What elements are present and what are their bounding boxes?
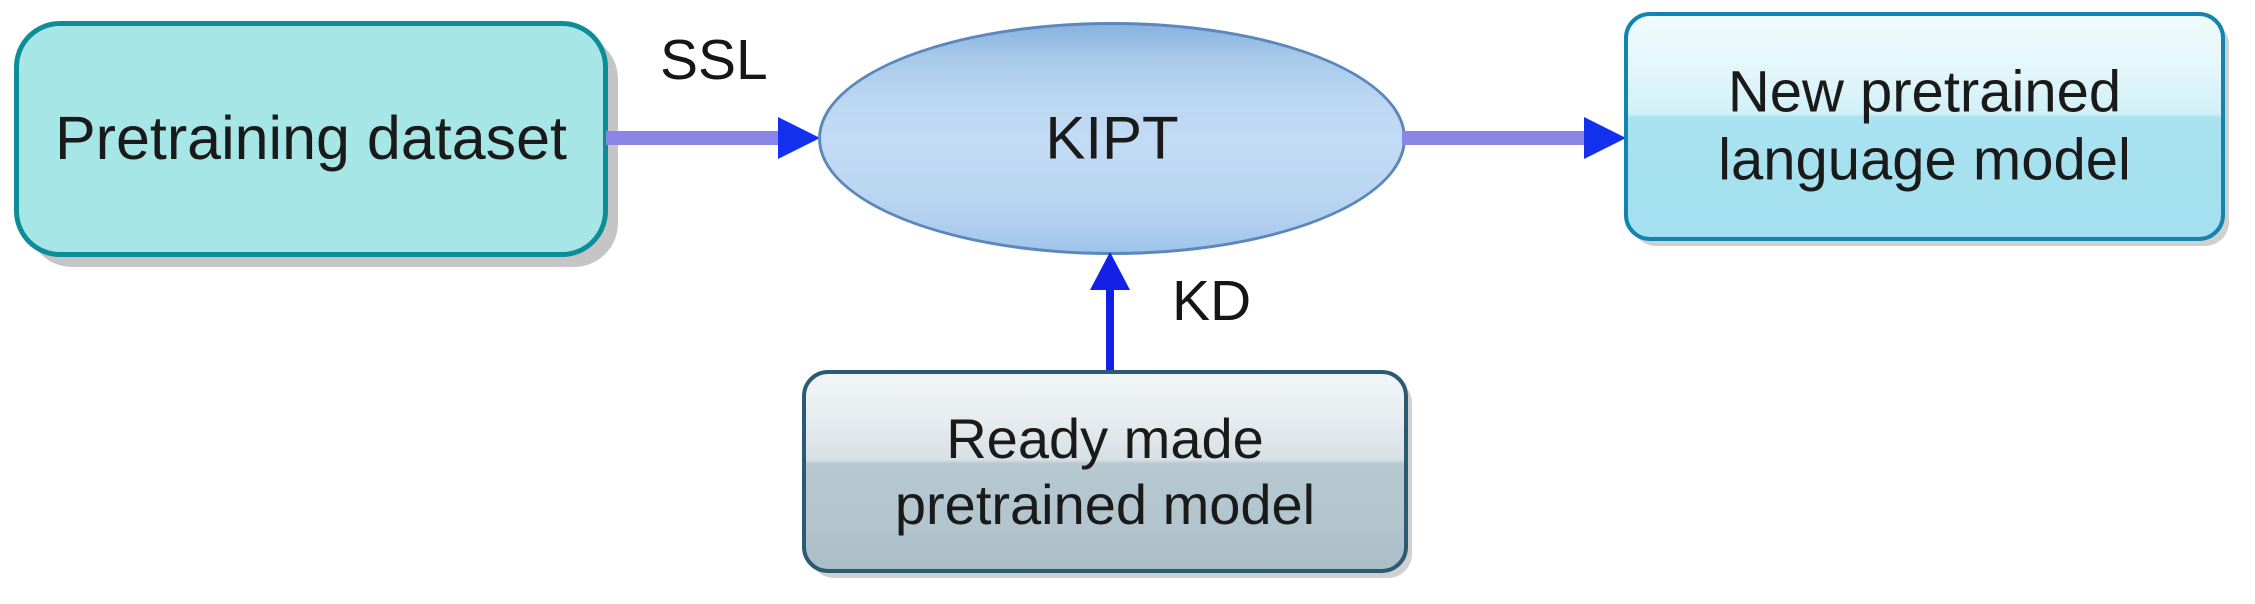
arrow-ssl-shaft bbox=[606, 131, 778, 145]
node-pretraining-dataset-label: Pretraining dataset bbox=[54, 104, 568, 173]
node-kipt-label: KIPT bbox=[1045, 104, 1179, 172]
arrow-kipt-output-head-icon bbox=[1584, 117, 1626, 159]
arrow-kd bbox=[1090, 252, 1130, 374]
node-pretraining-dataset[interactable]: Pretraining dataset bbox=[14, 21, 608, 257]
node-new-pretrained-language-model[interactable]: New pretrained language model bbox=[1624, 12, 2225, 241]
arrow-kd-shaft bbox=[1106, 284, 1114, 374]
node-kipt[interactable]: KIPT bbox=[818, 22, 1406, 255]
edge-label-kd: KD bbox=[1172, 269, 1252, 333]
arrow-ssl bbox=[606, 117, 820, 159]
node-new-pretrained-language-model-label: New pretrained language model bbox=[1718, 59, 2131, 193]
arrow-kd-head-icon bbox=[1090, 252, 1130, 290]
node-ready-made-pretrained-model-label: Ready made pretrained model bbox=[894, 406, 1316, 536]
node-ready-made-pretrained-model[interactable]: Ready made pretrained model bbox=[802, 370, 1408, 573]
edge-label-ssl: SSL bbox=[660, 28, 768, 92]
arrow-ssl-head-icon bbox=[778, 117, 820, 159]
arrow-kipt-output bbox=[1402, 117, 1626, 159]
arrow-kipt-output-shaft bbox=[1402, 131, 1584, 145]
